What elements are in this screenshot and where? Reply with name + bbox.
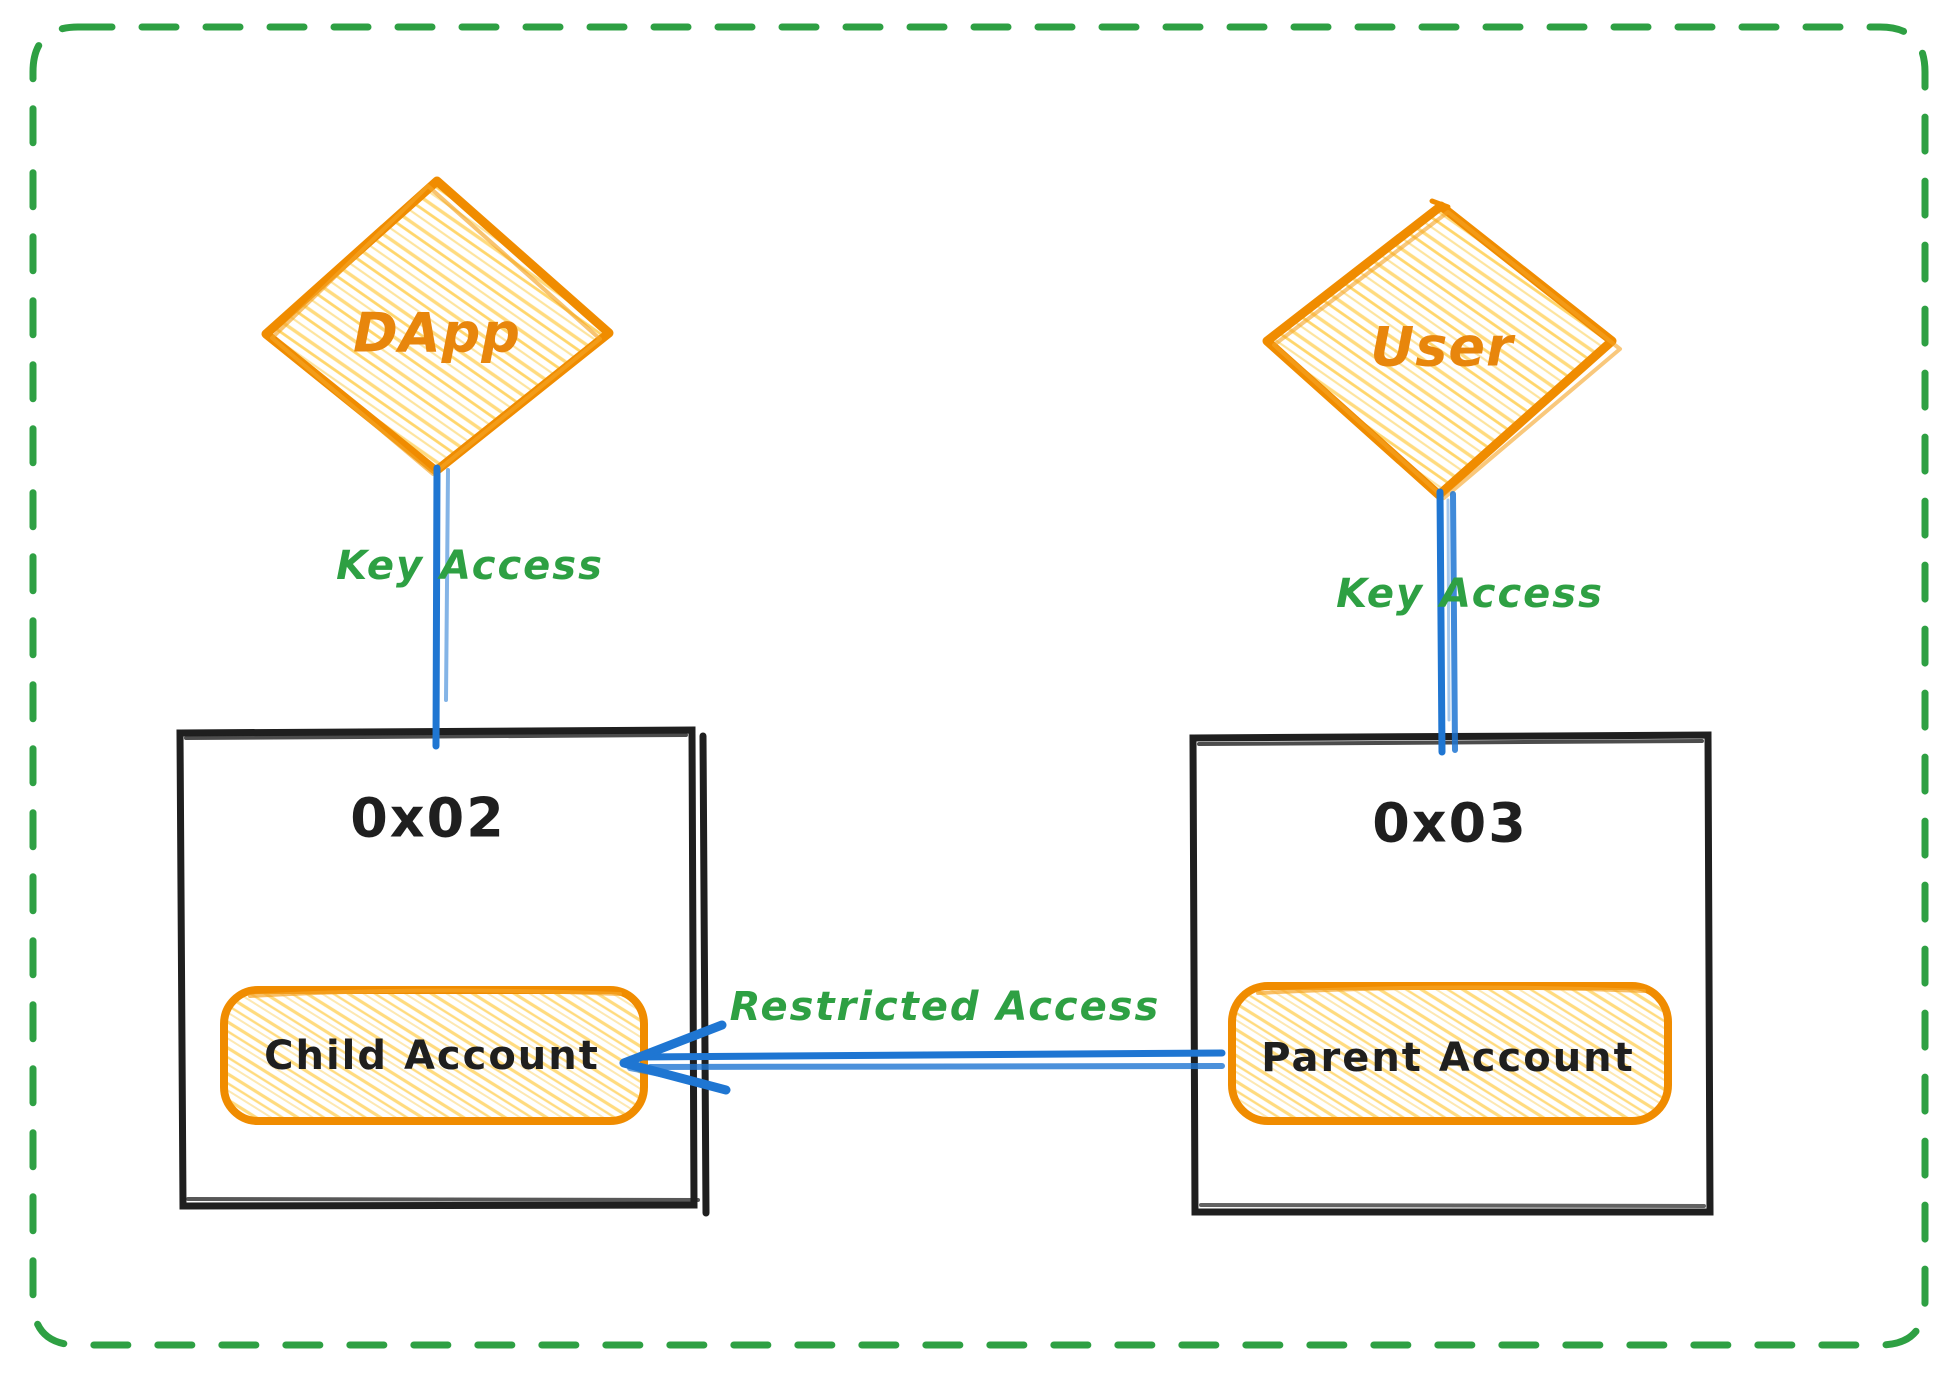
outer-boundary xyxy=(29,23,1929,1349)
node-parent-account[interactable] xyxy=(1228,982,1672,1125)
node-account-0x03[interactable] xyxy=(1189,731,1714,1216)
node-dapp[interactable] xyxy=(261,176,614,476)
edge-parent-to-child xyxy=(619,1020,1226,1095)
edge-dapp-to-0x02 xyxy=(432,464,450,750)
node-child-account[interactable] xyxy=(220,986,648,1125)
node-user[interactable] xyxy=(1262,198,1622,500)
node-account-0x02[interactable] xyxy=(176,726,710,1217)
edge-user-to-0x03 xyxy=(1436,488,1458,756)
